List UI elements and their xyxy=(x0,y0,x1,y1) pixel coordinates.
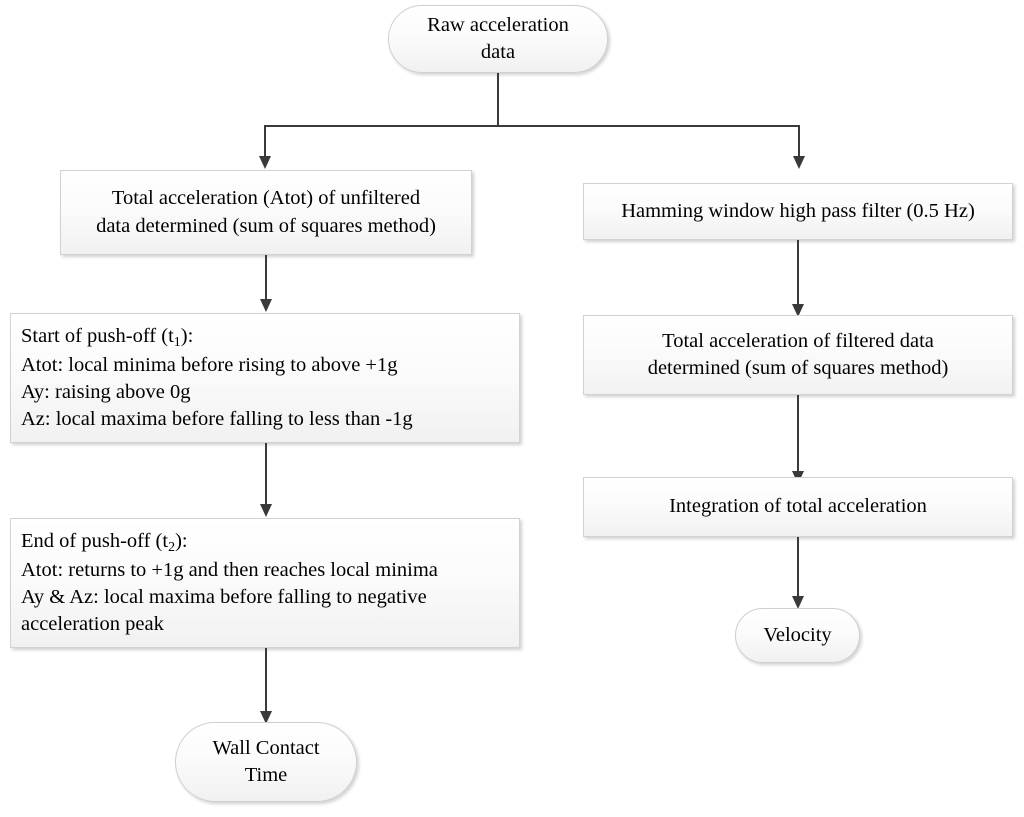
node-push-off-end-line2: Atot: returns to +1g and then reaches lo… xyxy=(21,559,438,582)
node-push-off-start-line1-prefix: Start of push-off (t xyxy=(21,324,174,347)
node-right-total-acceleration-line1: Total acceleration of filtered data xyxy=(662,329,934,352)
node-push-off-end-line4: acceleration peak xyxy=(21,613,164,636)
node-push-off-start[interactable]: Start of push-off (t1): Atot: local mini… xyxy=(10,313,520,443)
node-hamming-filter[interactable]: Hamming window high pass filter (0.5 Hz) xyxy=(583,183,1013,240)
node-right-total-acceleration-line2: determined (sum of squares method) xyxy=(647,357,949,379)
node-hamming-filter-line1: Hamming window high pass filter (0.5 Hz) xyxy=(621,199,975,222)
node-wall-contact-time-line1: Wall Contact xyxy=(212,736,320,759)
node-raw-acceleration-data[interactable]: Raw acceleration data xyxy=(388,5,608,73)
node-wall-contact-time-text: Wall Contact Time xyxy=(176,735,356,789)
node-raw-acceleration-data-text: Raw acceleration data xyxy=(389,12,607,66)
node-integration-text: Integration of total acceleration xyxy=(584,493,1012,520)
node-push-off-start-line1-subscript: 1 xyxy=(173,334,181,350)
node-hamming-filter-text: Hamming window high pass filter (0.5 Hz) xyxy=(584,198,1012,225)
node-push-off-start-line2: Atot: local minima before rising to abov… xyxy=(21,354,398,377)
node-velocity-line1: Velocity xyxy=(763,623,832,646)
connector-right-total-accel-to-integration xyxy=(797,395,799,472)
node-left-total-acceleration-line2: data determined (sum of squares method) xyxy=(96,214,436,237)
node-left-total-acceleration-line1: Total acceleration (Atot) of unfiltered xyxy=(111,187,421,210)
node-push-off-end-line3: Ay & Az: local maxima before falling to … xyxy=(21,586,427,609)
node-wall-contact-time[interactable]: Wall Contact Time xyxy=(175,722,357,802)
arrowhead-to-push-off-start xyxy=(260,299,272,312)
node-integration[interactable]: Integration of total acceleration xyxy=(583,477,1013,537)
node-push-off-start-line3: Ay: raising above 0g xyxy=(21,381,191,404)
node-integration-line1: Integration of total acceleration xyxy=(669,495,927,518)
connector-integration-to-velocity xyxy=(797,537,799,597)
connector-hamming-to-right-total-accel xyxy=(797,240,799,305)
arrowhead-to-right-total-acceleration xyxy=(792,304,804,317)
node-right-total-acceleration-text: Total acceleration of filtered data dete… xyxy=(584,328,1012,382)
connector-branch-bar xyxy=(264,125,800,127)
node-push-off-start-text: Start of push-off (t1): Atot: local mini… xyxy=(11,323,519,433)
node-wall-contact-time-line2: Time xyxy=(244,764,288,786)
arrowhead-to-push-off-end xyxy=(260,504,272,517)
connector-branch-right-drop xyxy=(798,125,800,157)
node-left-total-acceleration[interactable]: Total acceleration (Atot) of unfiltered … xyxy=(60,170,472,255)
node-raw-acceleration-data-line2: data xyxy=(480,41,516,63)
connector-push-off-end-to-wall-contact-time xyxy=(265,648,267,712)
connector-start-stem xyxy=(497,73,499,126)
node-push-off-end-line1-prefix: End of push-off (t xyxy=(21,529,169,552)
node-push-off-end-line1-suffix: ): xyxy=(175,529,188,552)
arrowhead-to-wall-contact-time xyxy=(260,711,272,724)
arrowhead-to-left-total-accel xyxy=(259,156,271,169)
connector-left-total-accel-to-push-off-start xyxy=(265,255,267,300)
node-push-off-end-text: End of push-off (t2): Atot: returns to +… xyxy=(11,528,519,638)
node-left-total-acceleration-text: Total acceleration (Atot) of unfiltered … xyxy=(61,185,471,239)
node-right-total-acceleration[interactable]: Total acceleration of filtered data dete… xyxy=(583,315,1013,395)
node-push-off-end-line1-subscript: 2 xyxy=(168,539,176,555)
node-push-off-start-line1-suffix: ): xyxy=(180,324,194,347)
node-raw-acceleration-data-line1: Raw acceleration xyxy=(427,13,569,36)
node-velocity-text: Velocity xyxy=(736,622,859,649)
connector-branch-left-drop xyxy=(264,125,266,157)
node-velocity[interactable]: Velocity xyxy=(735,608,860,663)
node-push-off-start-line4: Az: local maxima before falling to less … xyxy=(21,408,413,431)
connector-push-off-start-to-push-off-end xyxy=(265,443,267,505)
node-push-off-end[interactable]: End of push-off (t2): Atot: returns to +… xyxy=(10,518,520,648)
arrowhead-to-hamming-filter xyxy=(793,156,805,169)
arrowhead-to-velocity xyxy=(792,596,804,609)
